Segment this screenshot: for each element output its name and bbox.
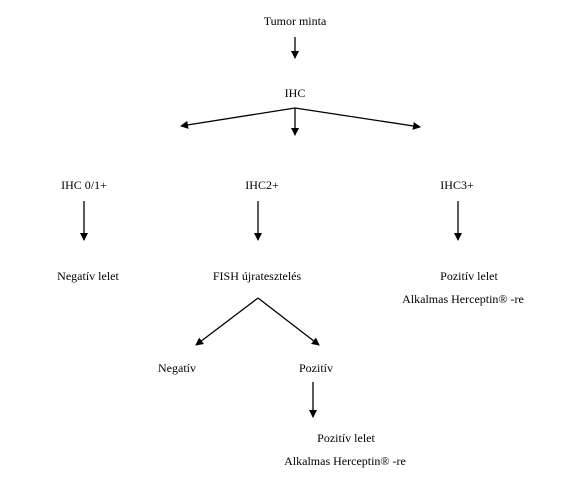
node-negative-result: Negatív lelet bbox=[57, 269, 119, 283]
arrow-fish-to-negative bbox=[195, 297, 259, 346]
node-fish-retest: FISH újratesztelés bbox=[212, 269, 302, 283]
node-herceptin-eligible-fish: Alkalmas Herceptin® -re bbox=[284, 454, 406, 468]
node-tumor-sample: Tumor minta bbox=[263, 14, 327, 28]
node-ihc: IHC bbox=[284, 86, 306, 100]
node-ihc-0-1: IHC 0/1+ bbox=[61, 178, 107, 192]
node-fish-negative: Negatív bbox=[158, 361, 196, 375]
node-positive-result-ihc3: Pozitív lelet bbox=[440, 269, 498, 283]
node-ihc-2: IHC2+ bbox=[245, 178, 279, 192]
arrow-ihc-to-right bbox=[294, 107, 421, 130]
arrow-ihc-to-left bbox=[180, 107, 296, 129]
node-ihc-3: IHC3+ bbox=[440, 178, 474, 192]
arrow-fish-to-positive bbox=[257, 297, 320, 346]
node-herceptin-eligible-ihc3: Alkalmas Herceptin® -re bbox=[402, 292, 524, 306]
node-fish-positive: Pozitív bbox=[298, 361, 334, 375]
node-positive-result-fish: Pozitív lelet bbox=[317, 431, 375, 445]
